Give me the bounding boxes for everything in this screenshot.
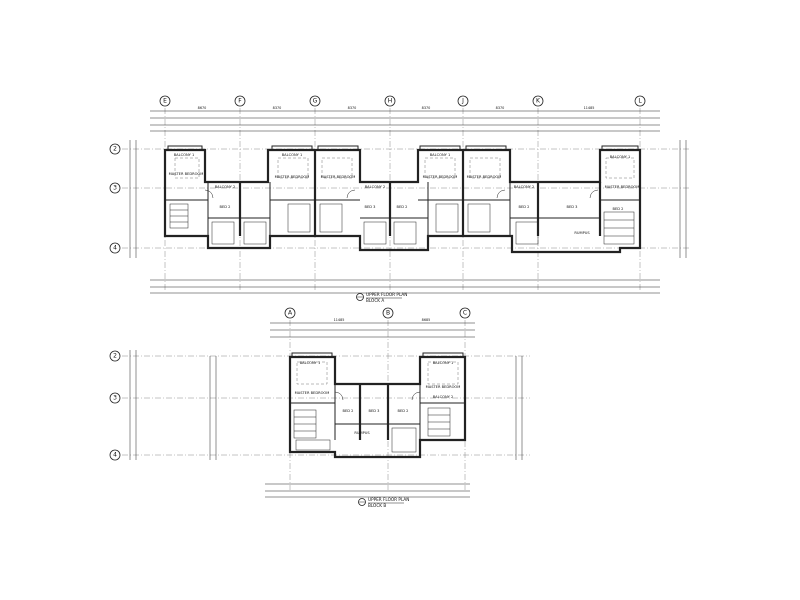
- room-label: MASTER BEDROOM: [321, 175, 356, 179]
- block-a-row-bubbles: 2 3 4: [109, 140, 687, 258]
- room-label: BED 2: [613, 207, 624, 211]
- block-a-plan: 8670 8370 8370 8370 8370 11485 E F G H J…: [109, 95, 690, 303]
- room-label: MASTER BEDROOM: [467, 175, 502, 179]
- block-a-room-labels: BALCONY 1 MASTER BEDROOM BALCONY 2 BED 2…: [169, 153, 640, 235]
- grid-bubble-g: G: [313, 98, 318, 105]
- grid-bubble-4: 4: [113, 452, 117, 459]
- block-a-dim-e-f: 8670: [198, 106, 207, 110]
- block-a-title: UPPER FLOOR PLAN: [366, 292, 407, 297]
- grid-bubble-4: 4: [113, 245, 117, 252]
- room-label: BED 2: [398, 409, 409, 413]
- block-a-dim-j-k: 8370: [496, 106, 505, 110]
- block-b-room-labels: BALCONY 1 MASTER BEDROOM BED 2 BED 3 RUM…: [295, 361, 461, 435]
- room-label: MASTER BEDROOM: [169, 172, 204, 176]
- room-label: BALCONY 2: [365, 185, 386, 189]
- block-b-walls: [288, 352, 467, 459]
- room-label: BED 2: [519, 205, 530, 209]
- room-label: RUMPUS: [354, 431, 370, 435]
- block-a-subtitle: BLOCK A: [366, 298, 384, 303]
- block-a-top-dimensions: 8670 8370 8370 8370 8370 11485: [150, 106, 660, 132]
- room-label: BALCONY 1: [610, 155, 631, 159]
- grid-bubble-h: H: [388, 98, 393, 105]
- grid-bubble-f: F: [238, 98, 242, 105]
- block-b-top-dimensions: 11485 8685: [270, 318, 475, 338]
- block-a-dim-k-l: 11485: [584, 106, 595, 110]
- room-label: BALCONY 1: [282, 153, 303, 157]
- room-label: BED 2: [220, 205, 231, 209]
- block-a-walls: [163, 145, 642, 254]
- room-label: MASTER BEDROOM: [295, 391, 330, 395]
- room-label: BALCONY 1: [433, 361, 454, 365]
- room-label: BED 3: [369, 409, 380, 413]
- block-b-bottom-dimensions: [209, 356, 523, 498]
- grid-bubble-b: B: [386, 310, 390, 317]
- block-b-grid-lines: [122, 320, 530, 490]
- room-label: BALCONY 1: [174, 153, 195, 157]
- grid-bubble-2: 2: [113, 353, 117, 360]
- grid-bubble-3: 3: [113, 395, 117, 402]
- room-label: BALCONY 2: [433, 395, 454, 399]
- block-a-bottom-dimensions: [150, 279, 660, 294]
- block-b-column-bubbles: A B C: [284, 307, 471, 319]
- block-a-title-block: UPPER FLOOR PLAN BLOCK A: [356, 292, 407, 303]
- room-label: BED 3: [567, 205, 578, 209]
- room-label: BED 2: [397, 205, 408, 209]
- block-a-dim-g-h: 8370: [348, 106, 357, 110]
- grid-bubble-e: E: [163, 98, 167, 105]
- grid-bubble-j: J: [461, 98, 464, 105]
- block-a-column-bubbles: E F G H J K L: [159, 95, 646, 107]
- grid-bubble-2: 2: [113, 146, 117, 153]
- block-b-plan: 11485 8685 A B C 2 3 4: [109, 307, 530, 508]
- block-b-dim-b-c: 8685: [422, 318, 431, 322]
- room-label: MASTER BEDROOM: [275, 175, 310, 179]
- room-label: BED 3: [365, 205, 376, 209]
- block-b-dim-a-b: 11485: [334, 318, 345, 322]
- room-label: BALCONY 1: [430, 153, 451, 157]
- room-label: MASTER BEDROOM: [605, 185, 640, 189]
- grid-bubble-k: K: [536, 98, 541, 105]
- block-b-row-bubbles: 2 3 4: [109, 350, 137, 461]
- block-a-dim-f-g: 8370: [273, 106, 282, 110]
- block-b-title: UPPER FLOOR PLAN: [368, 497, 409, 502]
- block-a-dim-h-j: 8370: [422, 106, 431, 110]
- grid-bubble-a: A: [288, 310, 293, 317]
- block-a-grid-lines: [122, 108, 690, 290]
- grid-bubble-c: C: [463, 310, 467, 317]
- room-label: BALCONY 2: [215, 185, 236, 189]
- grid-bubble-l: L: [638, 98, 642, 105]
- room-label: RUMPUS: [574, 231, 590, 235]
- grid-bubble-3: 3: [113, 185, 117, 192]
- room-label: MASTER BEDROOM: [423, 175, 458, 179]
- room-label: BALCONY 2: [514, 185, 535, 189]
- block-b-title-block: UPPER FLOOR PLAN BLOCK B: [358, 497, 409, 508]
- room-label: BALCONY 1: [300, 361, 321, 365]
- block-b-subtitle: BLOCK B: [368, 503, 386, 508]
- room-label: MASTER BEDROOM: [426, 385, 461, 389]
- room-label: BED 2: [343, 409, 354, 413]
